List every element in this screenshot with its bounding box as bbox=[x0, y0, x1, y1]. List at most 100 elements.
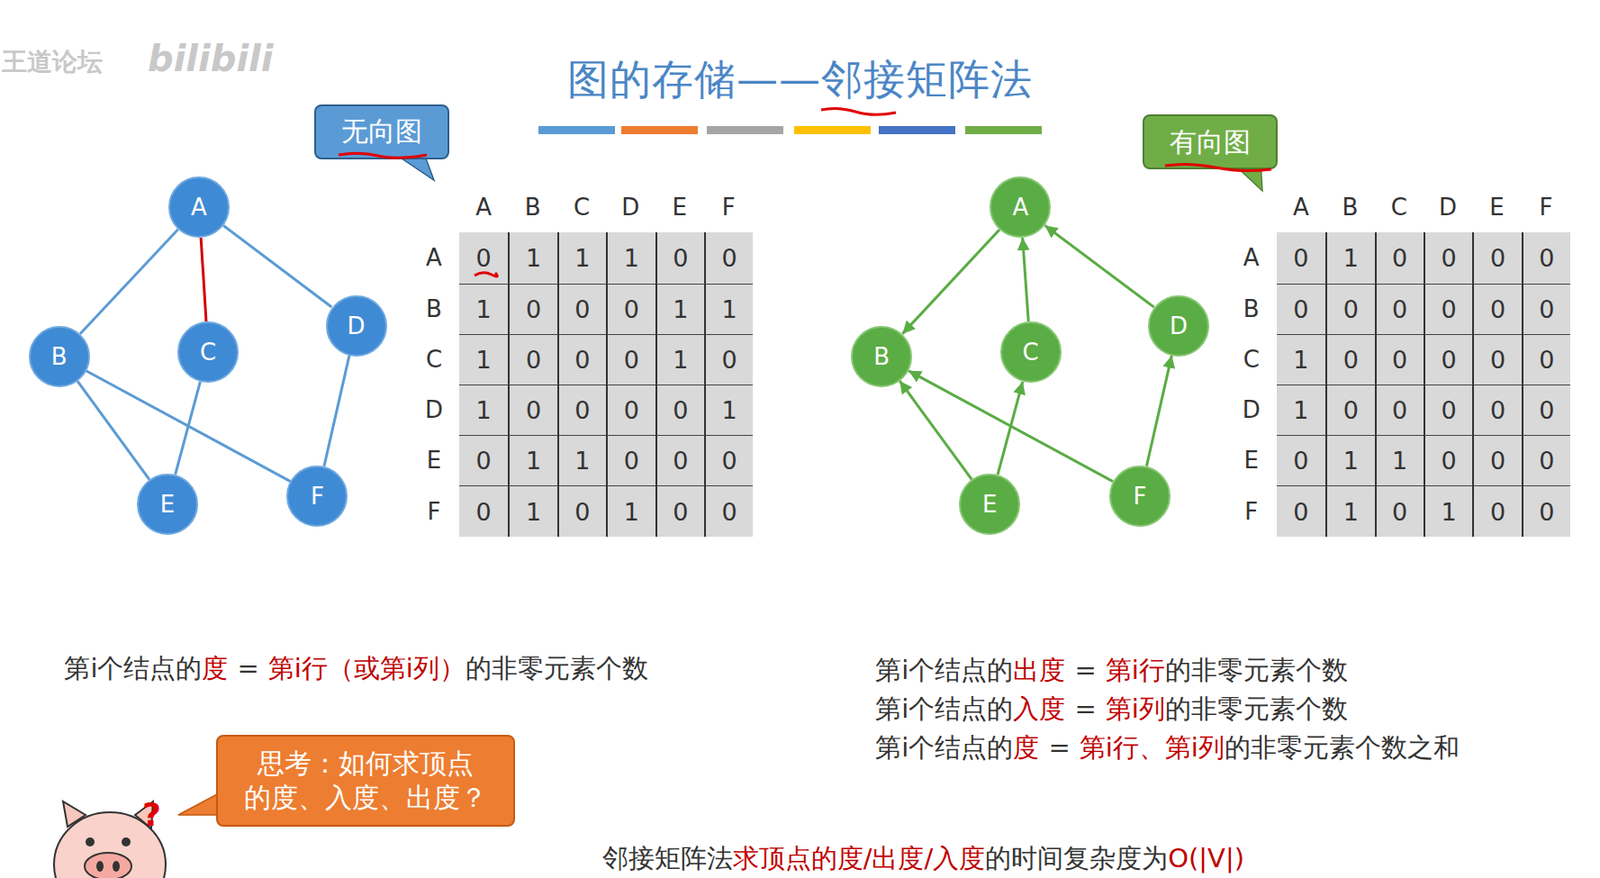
callout-text: 无向图 bbox=[341, 114, 423, 149]
matrix-cell: 0 bbox=[1276, 485, 1326, 536]
column-header: A bbox=[475, 195, 492, 219]
callout-box: 有向图 bbox=[1142, 114, 1278, 170]
matrix-value: 0 bbox=[1538, 245, 1555, 271]
matrix-cell: 0 bbox=[1374, 334, 1424, 385]
row-header: D bbox=[1242, 397, 1261, 422]
matrix-cell: 1 bbox=[1325, 232, 1375, 283]
matrix-value: 0 bbox=[1441, 448, 1457, 473]
formula-text: 的非零元素个数 bbox=[1165, 652, 1348, 689]
matrix-value: 0 bbox=[1538, 397, 1555, 423]
matrix-value: 0 bbox=[1538, 499, 1555, 525]
matrix-cell: 0 bbox=[655, 434, 705, 486]
pig-snout bbox=[84, 852, 132, 878]
matrix-cell: 0 bbox=[655, 485, 705, 536]
column-header: F bbox=[722, 195, 736, 219]
matrix-value: 0 bbox=[722, 499, 738, 525]
matrix-cell: 0 bbox=[704, 232, 753, 283]
vertex-label: D bbox=[347, 314, 366, 338]
watermark: 王道论坛 bbox=[1, 45, 103, 80]
matrix-cell: 1 bbox=[507, 434, 557, 486]
pig-nostril bbox=[96, 860, 104, 872]
matrix-value: 0 bbox=[525, 347, 542, 372]
matrix-cell: 1 bbox=[704, 283, 753, 335]
matrix-value: 1 bbox=[525, 448, 542, 473]
matrix-cell: 1 bbox=[605, 232, 655, 283]
vertex-label: F bbox=[310, 484, 325, 508]
matrix-cell: 0 bbox=[1374, 283, 1424, 335]
row-header: C bbox=[425, 347, 443, 371]
matrix-value: 1 bbox=[672, 297, 688, 322]
matrix-cell: 0 bbox=[1521, 334, 1571, 385]
matrix-cell: 0 bbox=[1521, 434, 1571, 486]
matrix-value: 1 bbox=[1392, 448, 1408, 473]
matrix-cell: 1 bbox=[704, 384, 753, 435]
undirected-edge bbox=[86, 370, 291, 482]
matrix-cell: 0 bbox=[1276, 232, 1326, 283]
row-header: F bbox=[1244, 499, 1258, 524]
matrix-cell: 1 bbox=[507, 485, 557, 536]
graph-vertex: A bbox=[989, 176, 1051, 238]
matrix-cell: 0 bbox=[1521, 485, 1571, 536]
matrix-cell: 1 bbox=[655, 283, 705, 335]
matrix-value: 0 bbox=[1343, 297, 1359, 322]
matrix-value: 0 bbox=[574, 499, 590, 525]
graph-vertex: D bbox=[325, 295, 388, 357]
column-header: C bbox=[573, 195, 590, 219]
matrix-value: 0 bbox=[1392, 397, 1408, 423]
directed-edge bbox=[902, 229, 1000, 335]
undirected-edge bbox=[223, 225, 332, 308]
directed-edge bbox=[1022, 237, 1030, 322]
matrix-cell: 0 bbox=[1423, 434, 1473, 486]
graph-vertex: A bbox=[168, 176, 230, 238]
formula-text: 的非零元素个数 bbox=[465, 650, 649, 688]
vertex-label: B bbox=[873, 344, 890, 369]
undirected-edge bbox=[77, 380, 150, 480]
column-header: E bbox=[672, 195, 688, 219]
graph-vertex: C bbox=[177, 321, 239, 383]
graph-vertex: E bbox=[136, 473, 199, 535]
vertex-label: C bbox=[1022, 340, 1040, 364]
matrix-cell: 0 bbox=[605, 384, 655, 435]
matrix-value: 0 bbox=[623, 297, 640, 322]
matrix-cell: 1 bbox=[1325, 434, 1375, 486]
graph-vertex: E bbox=[958, 473, 1021, 535]
matrix-value: 0 bbox=[1343, 397, 1359, 423]
matrix-cell: 0 bbox=[1472, 334, 1521, 385]
directed-edge bbox=[1146, 355, 1172, 467]
matrix-cell: 0 bbox=[655, 384, 705, 435]
matrix-value: 0 bbox=[1392, 347, 1408, 372]
matrix-value: 0 bbox=[1490, 245, 1506, 271]
matrix-cell: 0 bbox=[1374, 232, 1424, 283]
formula-line: 第i个结点的入度=第i列的非零元素个数 bbox=[875, 691, 1347, 728]
matrix-value: 0 bbox=[1441, 347, 1457, 372]
directed-edge bbox=[997, 381, 1023, 475]
row-header: B bbox=[425, 297, 443, 321]
matrix-value: 0 bbox=[1441, 297, 1457, 322]
matrix-value: 0 bbox=[525, 297, 542, 322]
watermark: bilibili bbox=[147, 37, 274, 80]
matrix-value: 1 bbox=[476, 297, 492, 322]
matrix-value: 1 bbox=[1292, 347, 1309, 372]
matrix-value: 1 bbox=[476, 397, 492, 423]
matrix-value: 0 bbox=[623, 448, 640, 473]
callout-text: 思考：如何求顶点 的度、入度、出度？ bbox=[241, 746, 489, 814]
column-header: D bbox=[621, 195, 640, 219]
matrix-value: 0 bbox=[1392, 297, 1408, 322]
matrix-value: 0 bbox=[1441, 397, 1457, 423]
matrix-value: 0 bbox=[1490, 347, 1506, 372]
matrix-value: 0 bbox=[672, 499, 688, 525]
matrix-cell: 0 bbox=[1325, 384, 1375, 435]
column-header: C bbox=[1391, 195, 1408, 219]
matrix-value: 0 bbox=[623, 347, 640, 372]
vertex-label: B bbox=[51, 344, 68, 369]
matrix-cell: 0 bbox=[1374, 485, 1424, 536]
matrix-value: 1 bbox=[574, 448, 590, 473]
matrix-cell: 1 bbox=[459, 334, 508, 385]
matrix-value: 0 bbox=[722, 245, 738, 271]
formula-text: 第i个结点的 bbox=[875, 652, 1013, 689]
matrix-cell: 0 bbox=[1423, 283, 1473, 335]
undirected-edge bbox=[200, 237, 207, 322]
matrix-cell: 0 bbox=[704, 485, 753, 536]
highlight-text: 第i行 bbox=[1105, 652, 1166, 689]
matrix-value: 1 bbox=[1343, 499, 1359, 525]
